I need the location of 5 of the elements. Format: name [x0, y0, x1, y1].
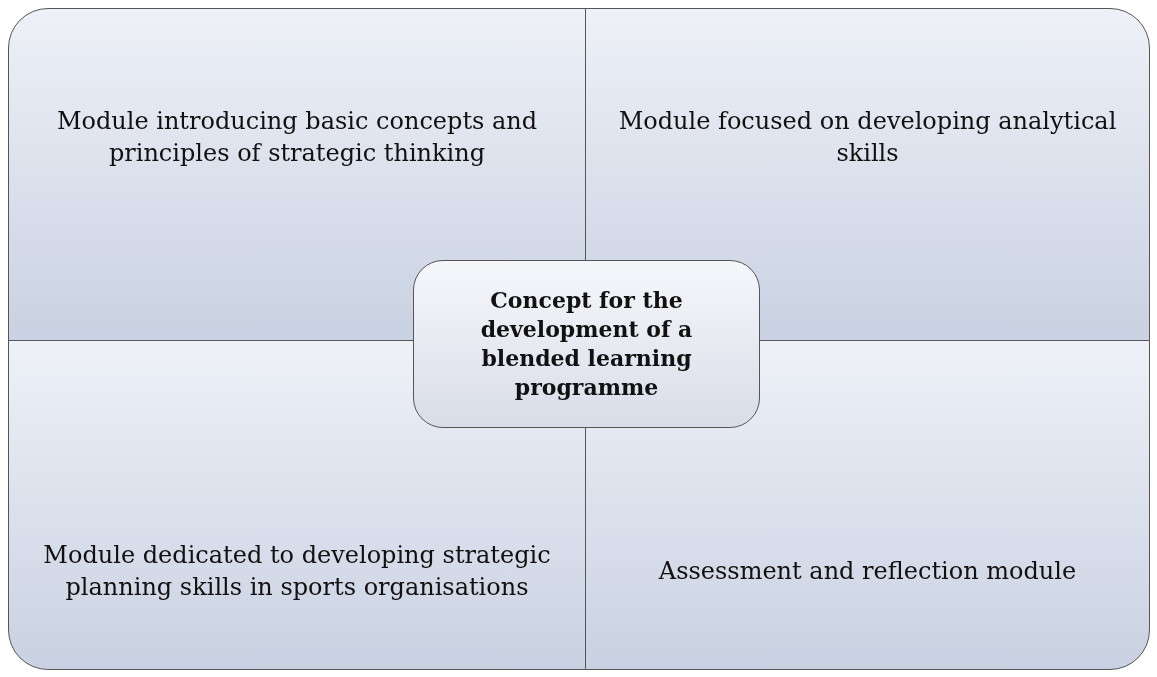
central-concept-box: Concept for the development of a blended learning programme	[413, 260, 760, 428]
module-text: Assessment and reflection module	[657, 556, 1078, 587]
module-text: Module dedicated to developing strategic planning skills in sports organisations	[42, 540, 552, 603]
module-text: Module focused on developing analytical skills	[617, 106, 1118, 169]
module-text: Module introducing basic concepts and principles of strategic thinking	[55, 106, 539, 169]
